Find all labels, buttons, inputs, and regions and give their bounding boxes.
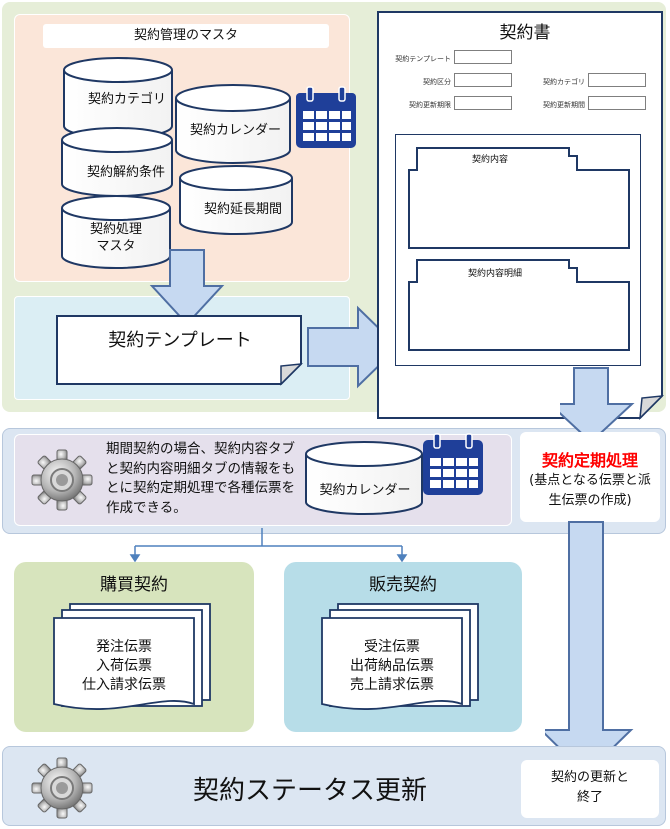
tab-contract-detail[interactable]: 契約内容明細 — [467, 269, 522, 279]
cylinder-cancel-label: 契約解約条件 — [87, 165, 166, 180]
master-cylinders — [61, 57, 293, 269]
cylinder-process-master-label: 契約処理 マスタ — [89, 222, 142, 254]
master-title: 契約管理のマスタ — [43, 24, 329, 48]
status-note: 契約の更新と 終了 — [550, 770, 629, 805]
cylinder-category-label: 契約カテゴリ — [88, 92, 167, 107]
arrow-master-to-template — [149, 249, 225, 326]
status-title: 契約ステータス更新 — [192, 776, 427, 806]
tab-frames — [408, 147, 630, 351]
cylinder-extension-label: 契約延長期間 — [204, 202, 283, 217]
calendar-icon — [296, 86, 356, 148]
template-document — [56, 315, 304, 386]
sales-documents — [321, 603, 479, 710]
purchase-items: 発注伝票 入荷伝票 仕入請求伝票 — [82, 639, 166, 693]
contract-title: 契約書 — [499, 23, 551, 43]
field-category-label: 契約カテゴリ — [543, 78, 585, 86]
arrow-contract-to-periodic — [560, 367, 635, 444]
sales-items: 受注伝票 出荷納品伝票 売上請求伝票 — [350, 639, 434, 693]
field-update-limit-input[interactable] — [454, 96, 512, 110]
purchase-title: 購買契約 — [100, 575, 168, 595]
field-update-period-input[interactable] — [588, 96, 646, 110]
field-template-input[interactable] — [454, 50, 512, 64]
arrow-periodic-to-status — [545, 521, 634, 776]
cylinder-cancel — [61, 127, 173, 197]
cylinder-calendar — [175, 84, 291, 164]
cylinder-calendar-label: 契約カレンダー — [190, 123, 282, 138]
cylinder-process-master — [61, 195, 171, 269]
periodic-process-title: 契約定期処理 — [541, 451, 638, 470]
template-label: 契約テンプレート — [108, 330, 252, 351]
periodic-process-subtitle: (基点となる伝票と派生伝票の作成) — [529, 473, 651, 508]
field-kubun-input[interactable] — [454, 73, 512, 87]
band-calendar-cylinder — [305, 441, 423, 515]
sales-title: 販売契約 — [369, 575, 437, 595]
branch-connector — [129, 528, 408, 562]
band-calendar-label: 契約カレンダー — [319, 483, 411, 498]
field-template-label: 契約テンプレート — [395, 55, 451, 63]
field-kubun-label: 契約区分 — [423, 78, 451, 86]
periodic-process-box — [520, 432, 660, 522]
field-update-period-label: 契約更新期間 — [543, 101, 585, 109]
purchase-documents — [53, 603, 211, 710]
periodic-description: 期間契約の場合、契約内容タブと契約内容明細タブの情報をもとに契約定期処理で各種伝… — [106, 441, 295, 516]
tab-contract-content[interactable]: 契約内容 — [471, 155, 508, 165]
status-note-box — [521, 760, 659, 818]
gear-icon — [31, 449, 93, 511]
band-calendar-icon — [423, 433, 483, 495]
cylinder-extension — [179, 165, 293, 235]
status-gear-icon — [31, 757, 93, 819]
field-category-input[interactable] — [588, 73, 646, 87]
cylinder-category — [63, 57, 173, 139]
field-update-limit-label: 契約更新期限 — [409, 101, 451, 109]
